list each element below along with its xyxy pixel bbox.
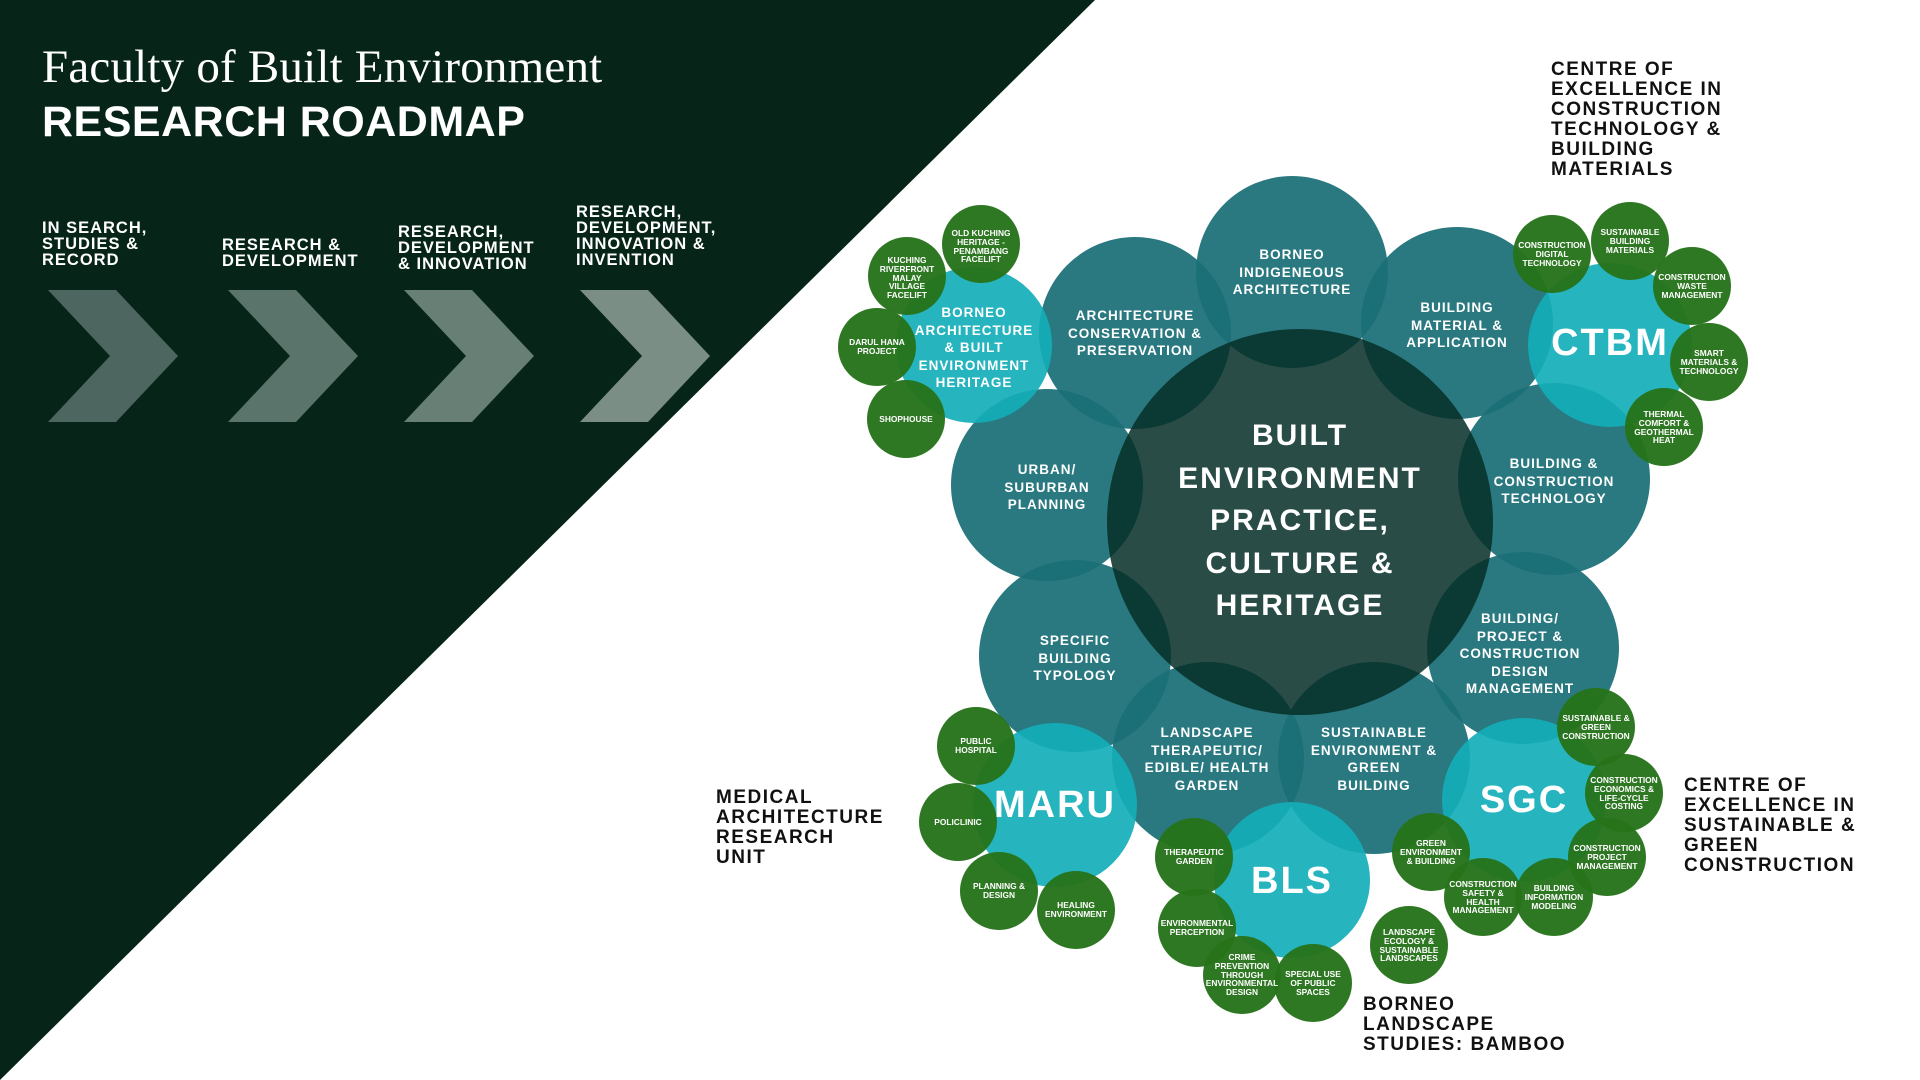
stage-label-4: RESEARCH, DEVELOPMENT, INNOVATION & INVE… xyxy=(576,203,717,269)
topic-label-environmental-perception: ENVIRONMENTAL PERCEPTION xyxy=(1160,918,1234,937)
topic-label-construction-digital: CONSTRUCTION DIGITAL TECHNOLOGY xyxy=(1518,240,1586,268)
topic-label-green-environment: GREEN ENVIRONMENT & BUILDING xyxy=(1400,838,1462,866)
topic-label-special-use: SPECIAL USE OF PUBLIC SPACES xyxy=(1285,969,1341,997)
topic-circle-safety-health xyxy=(1444,858,1522,936)
topic-label-safety-health: CONSTRUCTION SAFETY & HEALTH MANAGEMENT xyxy=(1449,879,1517,916)
hub-label-maru: MARU xyxy=(994,784,1116,826)
petal-circle-urban-planning xyxy=(951,389,1143,581)
topic-label-public-hospital: PUBLIC HOSPITAL xyxy=(955,736,997,755)
topic-label-planning-design: PLANNING & DESIGN xyxy=(972,881,1026,900)
topic-circle-smart-materials xyxy=(1670,323,1748,401)
caption-ctbm-centre: CENTRE OF EXCELLENCE IN CONSTRUCTION TEC… xyxy=(1551,59,1723,180)
topic-label-therapeutic-garden: THERAPEUTIC GARDEN xyxy=(1164,847,1224,866)
topic-label-landscape-ecology: LANDSCAPE ECOLOGY & SUSTAINABLE LANDSCAP… xyxy=(1379,927,1439,964)
topic-label-shophouse: SHOPHOUSE xyxy=(879,414,933,424)
petal-label-building-construction-tech: BUILDING & CONSTRUCTION TECHNOLOGY xyxy=(1493,456,1615,506)
petal-label-sustainable-green: SUSTAINABLE ENVIRONMENT & GREEN BUILDING xyxy=(1310,725,1438,793)
caption-maru-unit: MEDICAL ARCHITECTURE RESEARCH UNIT xyxy=(716,787,884,868)
petal-label-design-management: BUILDING/ PROJECT & CONSTRUCTION DESIGN … xyxy=(1459,611,1581,696)
topic-circle-landscape-ecology xyxy=(1370,906,1448,984)
topic-label-sustainable-materials: SUSTAINABLE BUILDING MATERIALS xyxy=(1600,227,1660,255)
topic-label-darul-hana: DARUL HANA PROJECT xyxy=(849,337,905,356)
chevron-arrow-icon-2 xyxy=(228,290,358,422)
petal-circle-borneo-indigeneous xyxy=(1196,176,1388,368)
topic-circle-shophouse xyxy=(867,380,945,458)
topic-circle-old-kuching xyxy=(942,205,1020,283)
topic-circle-darul-hana xyxy=(838,308,916,386)
topic-label-kuching-riverfront: KUCHING RIVERFRONT MALAY VILLAGE FACELIF… xyxy=(879,255,935,301)
hub-label-bls: BLS xyxy=(1251,860,1333,902)
petal-label-architecture-conservation: ARCHITECTURE CONSERVATION & PRESERVATION xyxy=(1067,308,1202,358)
topic-label-bim: BUILDING INFORMATION MODELING xyxy=(1524,883,1584,911)
hub-circle-sgc xyxy=(1442,718,1606,882)
topic-circle-special-use xyxy=(1274,944,1352,1022)
hub-circle-ctbm xyxy=(1528,263,1692,427)
chevron-arrow-icon-3 xyxy=(404,290,534,422)
petal-label-urban-planning: URBAN/ SUBURBAN PLANNING xyxy=(1004,462,1090,512)
petal-circles xyxy=(951,176,1650,854)
center-circle xyxy=(1107,329,1493,715)
topic-circle-kuching-riverfront xyxy=(868,237,946,315)
topic-label-sustainable-green-construction: SUSTAINABLE & GREEN CONSTRUCTION xyxy=(1562,713,1630,741)
topic-circle-public-hospital xyxy=(937,707,1015,785)
petal-label-borneo-indigeneous: BORNEO INDIGENEOUS ARCHITECTURE xyxy=(1232,247,1352,297)
hub-circle-maru xyxy=(973,723,1137,887)
petal-circle-landscape-therapeutic xyxy=(1112,662,1304,854)
caption-bls-studies: BORNEO LANDSCAPE STUDIES: BAMBOO xyxy=(1363,994,1566,1055)
caption-sgc-centre: CENTRE OF EXCELLENCE IN SUSTAINABLE & GR… xyxy=(1684,775,1857,876)
topic-circle-policlinic xyxy=(919,783,997,861)
topic-label-thermal-comfort: THERMAL COMFORT & GEOTHERMAL HEAT xyxy=(1634,409,1694,446)
topic-label-project-management: CONSTRUCTION PROJECT MANAGEMENT xyxy=(1573,843,1641,871)
topic-label-crime-prevention: CRIME PREVENTION THROUGH ENVIRONMENTAL D… xyxy=(1205,952,1279,998)
hub-circle-heritage xyxy=(896,267,1052,423)
hub-label-sgc: SGC xyxy=(1479,779,1569,821)
hub-circles xyxy=(896,263,1692,958)
hub-label-ctbm: CTBM xyxy=(1551,322,1669,364)
roadmap-title: RESEARCH ROADMAP xyxy=(42,98,526,146)
stage-label-3: RESEARCH, DEVELOPMENT & INNOVATION xyxy=(398,223,535,273)
petal-label-specific-typology: SPECIFIC BUILDING TYPOLOGY xyxy=(1033,633,1117,683)
topic-label-construction-economics: CONSTRUCTION ECONOMICS & LIFE-CYCLE COST… xyxy=(1590,775,1658,812)
chevron-arrow-icon-4 xyxy=(580,290,710,422)
topic-label-healing-environment: HEALING ENVIRONMENT xyxy=(1045,900,1107,919)
topic-label-policlinic: POLICLINIC xyxy=(934,817,982,827)
topic-circle-sustainable-green-construction xyxy=(1557,688,1635,766)
topic-label-waste-management: CONSTRUCTION WASTE MANAGEMENT xyxy=(1658,272,1726,300)
topic-circle-construction-economics xyxy=(1585,754,1663,832)
topic-circle-waste-management xyxy=(1653,247,1731,325)
topic-circle-healing-environment xyxy=(1037,871,1115,949)
stage-label-2: RESEARCH & DEVELOPMENT xyxy=(222,236,359,270)
petal-label-building-material: BUILDING MATERIAL & APPLICATION xyxy=(1406,300,1508,350)
topic-circle-therapeutic-garden xyxy=(1155,818,1233,896)
topic-circle-planning-design xyxy=(960,852,1038,930)
stage-label-1: IN SEARCH, STUDIES & RECORD xyxy=(42,219,148,269)
topic-circle-green-environment xyxy=(1392,813,1470,891)
chevron-arrow-icon-1 xyxy=(48,290,178,422)
petal-circle-specific-typology xyxy=(979,560,1171,752)
center-label: BUILT ENVIRONMENT PRACTICE, CULTURE & HE… xyxy=(1178,419,1422,622)
hub-label-heritage: BORNEO ARCHITECTURE & BUILT ENVIRONMENT … xyxy=(914,305,1034,390)
topic-circle-construction-digital xyxy=(1513,215,1591,293)
topic-circle-crime-prevention xyxy=(1203,936,1281,1014)
topic-circle-sustainable-materials xyxy=(1591,202,1669,280)
topic-circle-project-management xyxy=(1568,818,1646,896)
faculty-title: Faculty of Built Environment xyxy=(42,41,603,93)
topic-label-smart-materials: SMART MATERIALS & TECHNOLOGY xyxy=(1679,348,1739,376)
petal-label-landscape-therapeutic: LANDSCAPE THERAPEUTIC/ EDIBLE/ HEALTH GA… xyxy=(1144,725,1270,793)
topic-circle-bim xyxy=(1515,858,1593,936)
topic-circle-thermal-comfort xyxy=(1625,388,1703,466)
petal-circle-building-construction-tech xyxy=(1458,383,1650,575)
hub-circle-bls xyxy=(1214,802,1370,958)
topic-label-old-kuching: OLD KUCHING HERITAGE - PENAMBANG FACELIF… xyxy=(951,228,1011,265)
topic-circles xyxy=(838,202,1748,1022)
